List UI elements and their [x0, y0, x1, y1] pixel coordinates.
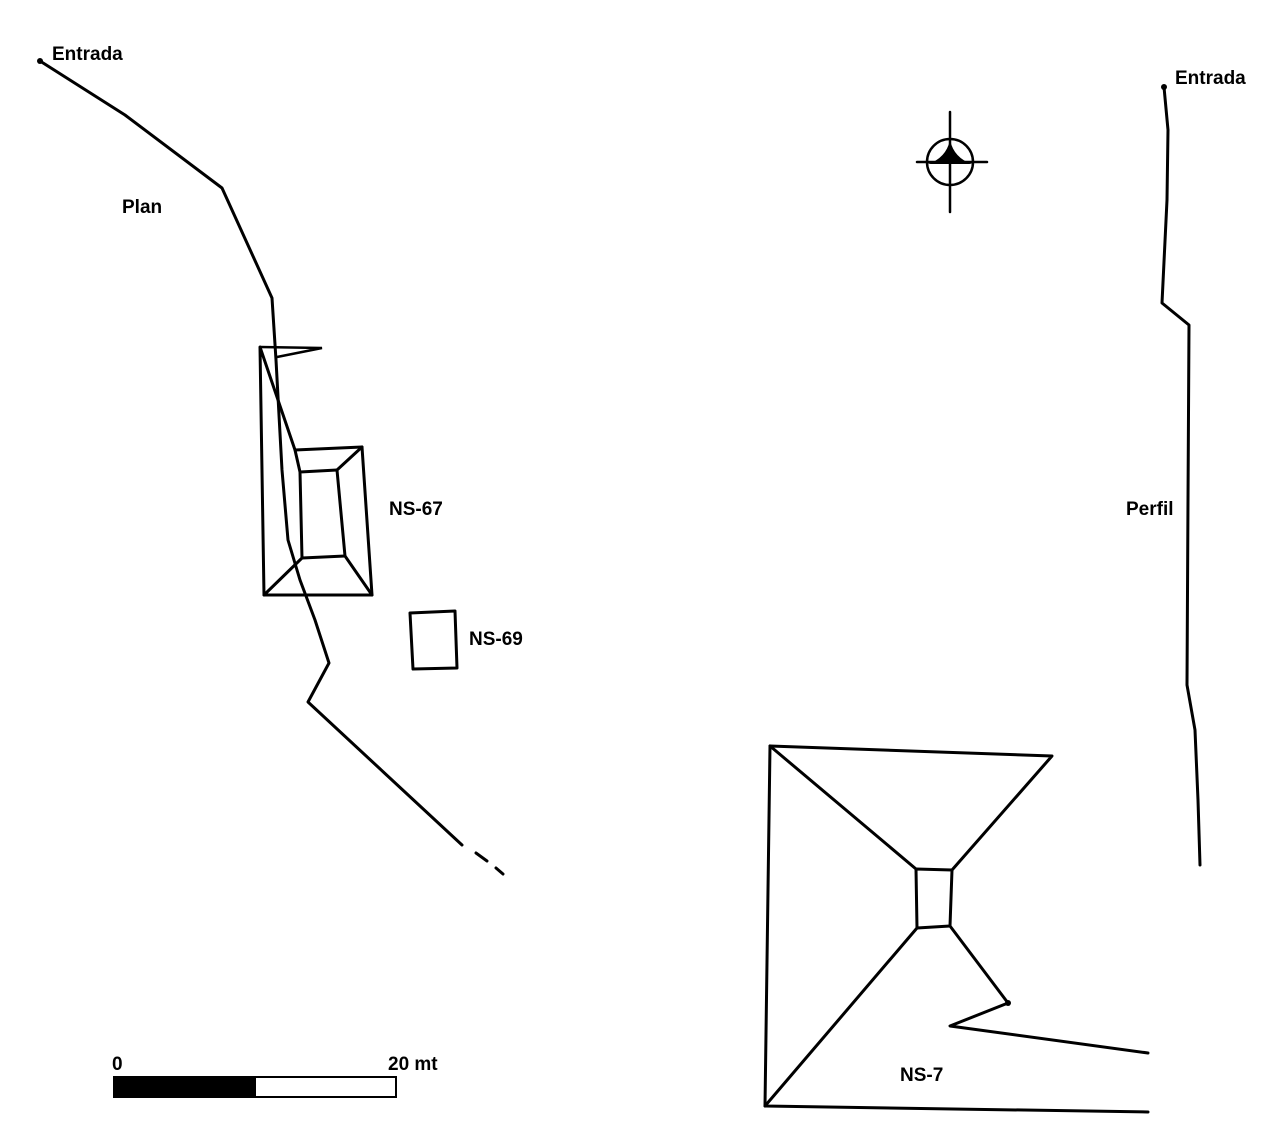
- ns7-label: NS-7: [900, 1065, 943, 1086]
- ns69-outline: [408, 609, 459, 671]
- profile-entrance-label: Entrada: [1175, 68, 1246, 89]
- ns69-label: NS-69: [469, 629, 523, 650]
- ns7-inner-room: [914, 867, 954, 930]
- plan-side-branch: [258, 345, 323, 359]
- profile-entrance-point: [1161, 84, 1167, 90]
- plan-entrance-label: Entrada: [52, 44, 123, 65]
- profile-line: [1160, 85, 1202, 867]
- ns67-inner-room: [298, 468, 347, 560]
- scale-bar-white-segment: [254, 1076, 397, 1098]
- ns67-outer-outline: [258, 345, 374, 597]
- ns7-chamber: NS-7: [763, 744, 1150, 1114]
- scale-bar: 0 20 mt: [112, 1054, 438, 1098]
- ns67-label: NS-67: [389, 499, 443, 520]
- scale-bar-end-label: 20 mt: [388, 1054, 438, 1075]
- north-arrow-icon: [915, 110, 989, 214]
- ns7-diagonal: [763, 926, 919, 1108]
- plan-view: Entrada Plan NS-67 NS-69: [37, 44, 523, 876]
- plan-passage-continuation-dash: [494, 866, 505, 876]
- scale-bar-start-label: 0: [112, 1054, 123, 1075]
- profile-title: Perfil: [1126, 499, 1174, 520]
- scale-bar-black-segment: [114, 1077, 255, 1097]
- plan-title: Plan: [122, 197, 162, 218]
- plan-entrance-point: [37, 58, 43, 64]
- ns7-outer-outline: [763, 744, 1150, 1114]
- plan-passage-continuation-dash: [474, 851, 489, 863]
- ns7-survey-point: [1005, 1000, 1011, 1006]
- ns7-diagonal: [768, 744, 918, 871]
- ns67-diagonal: [335, 445, 364, 472]
- ns7-exit-passage: [948, 924, 1150, 1055]
- ns67-diagonal: [262, 556, 304, 597]
- ns67-diagonal: [343, 554, 374, 597]
- plan-passage-line: [38, 59, 464, 847]
- ns67-diagonal: [293, 448, 302, 474]
- profile-view: Entrada Perfil: [1126, 68, 1246, 867]
- scale-bar-frame: [113, 1076, 397, 1098]
